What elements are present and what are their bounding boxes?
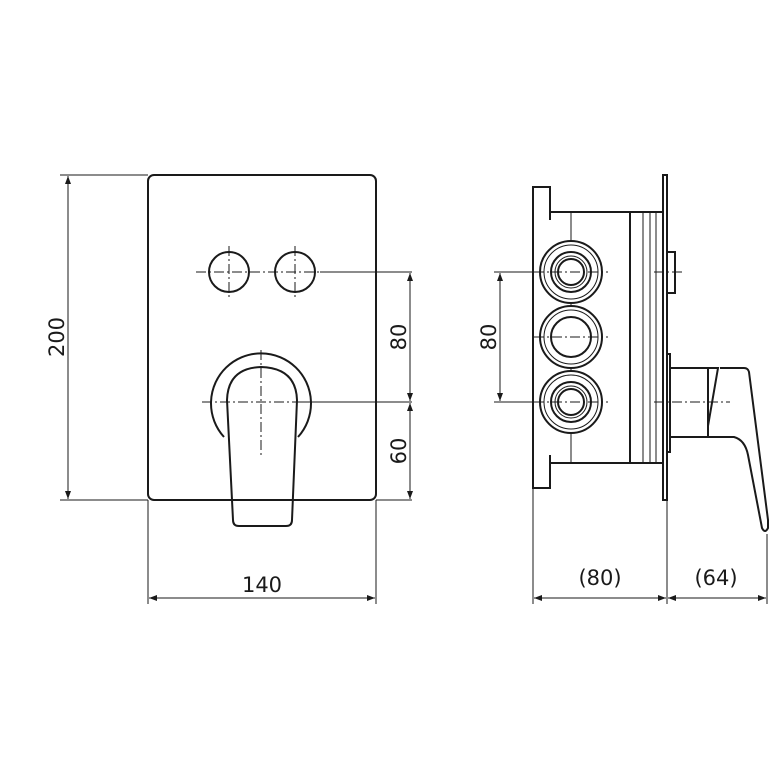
lever-handle-side: [707, 367, 769, 532]
front-view: 200 80 60 140: [45, 174, 413, 604]
handle-depth-label: (64): [694, 566, 737, 590]
body-depth-label: (80): [578, 566, 621, 590]
wall-plate: [662, 174, 668, 501]
height-label: 200: [45, 317, 69, 357]
side-view: 80 (80) (64): [477, 174, 769, 604]
mounting-flange: [532, 186, 551, 489]
lower-offset-label: 60: [387, 438, 411, 465]
width-label: 140: [242, 573, 282, 597]
spacing-label: 80: [477, 324, 501, 351]
valve-stem: [669, 367, 709, 438]
cover-plate: [147, 174, 377, 501]
lever-handle-front: [225, 365, 299, 527]
upper-offset-label: 80: [387, 324, 411, 351]
